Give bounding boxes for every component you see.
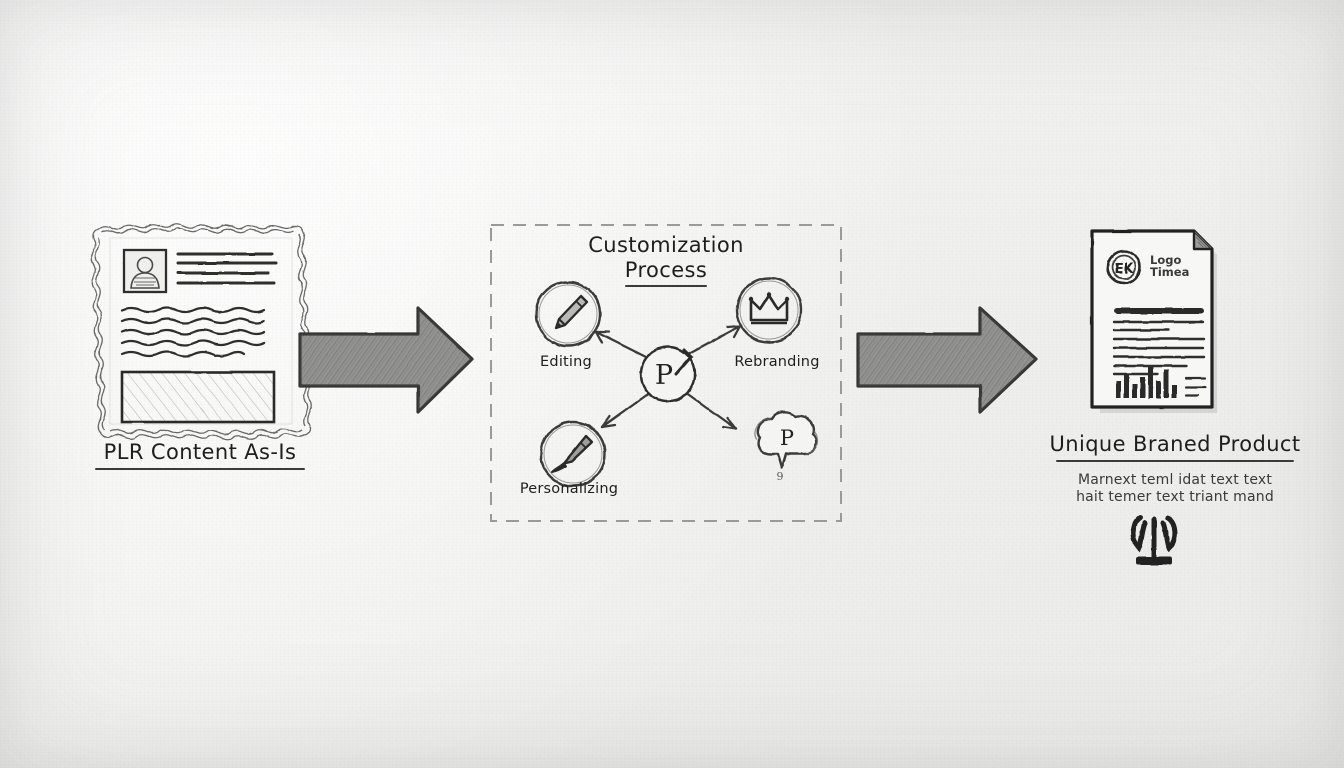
- document-bar-chart: [1116, 367, 1177, 398]
- branded-sub-caption-line2: hait temer text triant mand: [1076, 489, 1274, 505]
- trophy-laurel-icon: [1130, 515, 1178, 565]
- branded-caption-text: Unique Braned Product: [1049, 432, 1301, 456]
- brand-logo-glyph: EK: [1115, 262, 1135, 277]
- flow-arrow-2-svg: [856, 306, 1038, 414]
- hub-glyph: P: [655, 360, 673, 391]
- document-body-lines: [1112, 320, 1206, 376]
- icon-personalizing[interactable]: [539, 420, 607, 488]
- icon-rebranding[interactable]: [735, 276, 803, 344]
- branded-caption-underline: [1056, 460, 1294, 462]
- customization-panel: P: [488, 222, 844, 524]
- branded-sub-caption-line1: Marnext teml idat text text: [1077, 472, 1273, 488]
- crown-icon: [748, 291, 790, 325]
- document-footer-lines: [1184, 376, 1207, 397]
- panel-title-line2: Process: [624, 258, 708, 282]
- document-wavy-lines: [120, 306, 266, 358]
- panel-title: Customization Process: [488, 233, 844, 287]
- flow-arrow-2: [854, 304, 1040, 416]
- label-personalizing: Personalizing: [519, 481, 619, 497]
- hub-node[interactable]: P: [639, 345, 697, 403]
- panel-title-line2-wrap: Process: [624, 258, 708, 287]
- panel-dashed-border: [490, 224, 842, 522]
- thought-bubble-sub-mark: 9: [777, 470, 784, 483]
- document-header-lines: [176, 252, 278, 285]
- label-rebranding: Rebranding: [734, 354, 820, 370]
- panel-title-line1: Customization: [588, 233, 744, 257]
- pencil-icon: [554, 294, 589, 330]
- plr-caption-block: PLR Content As-Is: [70, 440, 330, 470]
- plr-document-figure: [86, 218, 316, 488]
- document-hatched-box: [120, 370, 276, 424]
- flow-arrow-1-svg: [298, 306, 474, 414]
- document-page: [1090, 229, 1214, 409]
- icon-thought-bubble[interactable]: P 9: [754, 411, 819, 483]
- branded-caption-block: Unique Braned Product: [1030, 432, 1320, 462]
- customization-panel-svg: P: [490, 224, 842, 522]
- plr-caption-underline: [95, 468, 305, 470]
- brand-logo-text-line1: Logo: [1150, 253, 1181, 267]
- document-photo-placeholder: [122, 248, 168, 294]
- brand-logo-text-line2: Timea: [1150, 265, 1189, 279]
- plr-document-svg: [90, 223, 313, 440]
- hub-connector-arrows: [594, 324, 742, 431]
- branded-sub-caption: Marnext teml idat text text hait temer t…: [1030, 472, 1320, 506]
- brand-logo-emblem: EK: [1106, 249, 1142, 285]
- label-editing: Editing: [540, 354, 592, 370]
- flow-arrow-1: [296, 304, 476, 416]
- document-heading-bar: [1114, 308, 1204, 314]
- plr-caption-text: PLR Content As-Is: [103, 440, 297, 464]
- paintbrush-icon: [551, 434, 594, 473]
- branded-document-svg: EK Logo Timea: [1090, 229, 1217, 565]
- branded-document-figure: EK Logo Timea: [1046, 215, 1296, 575]
- icon-editing[interactable]: [534, 280, 602, 348]
- panel-title-underline: [624, 285, 708, 287]
- thought-bubble-glyph: P: [780, 426, 794, 450]
